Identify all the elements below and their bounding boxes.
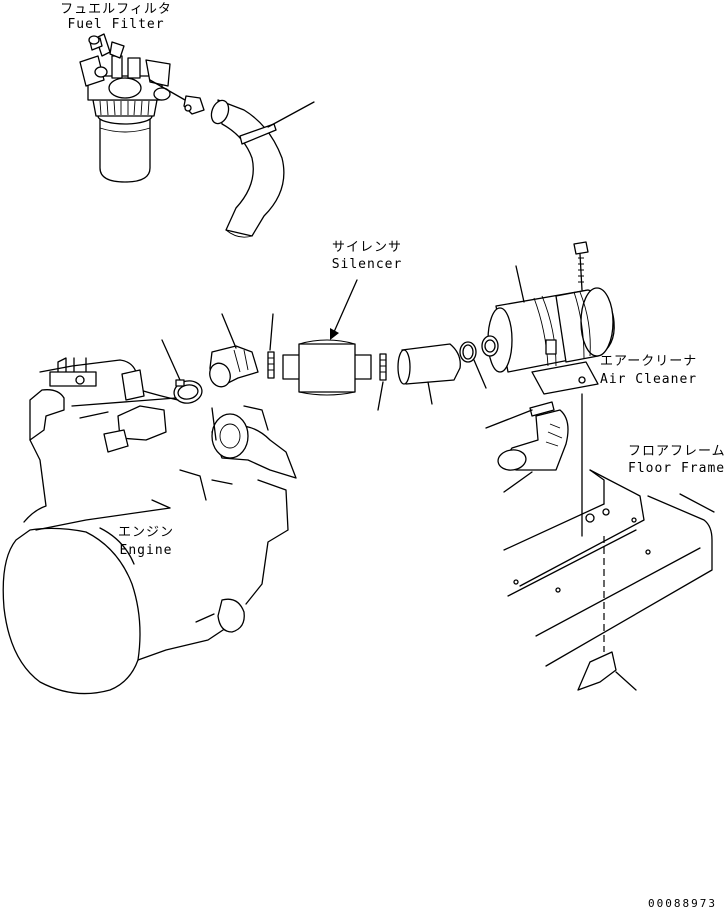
air-cleaner-label-en: Air Cleaner: [600, 372, 698, 387]
engine-drawing: [2, 357, 297, 695]
fuel-filter-drawing: [79, 33, 205, 183]
engine-label-en: Engine: [119, 543, 173, 558]
air-cleaner-drawing: [481, 241, 615, 537]
fuel-filter-label-en: Fuel Filter: [67, 17, 165, 32]
silencer-label-en: Silencer: [331, 257, 403, 272]
drawing-number: 00088973: [648, 897, 717, 910]
floor-frame-label-en: Floor Frame: [628, 461, 724, 476]
fuel-filter-label-jp: フュエルフィルタ: [60, 2, 172, 17]
floor-frame-drawing: [503, 469, 715, 691]
air-cleaner-label-jp: エアークリーナ: [600, 354, 698, 369]
silencer-drawing: [282, 279, 372, 396]
intake-hose-drawing: [210, 99, 315, 238]
hose-parts-drawing: [161, 313, 487, 411]
engine-label-jp: エンジン: [117, 525, 175, 540]
floor-frame-label-jp: フロアフレーム: [628, 444, 724, 459]
silencer-label-jp: サイレンサ: [331, 240, 403, 255]
